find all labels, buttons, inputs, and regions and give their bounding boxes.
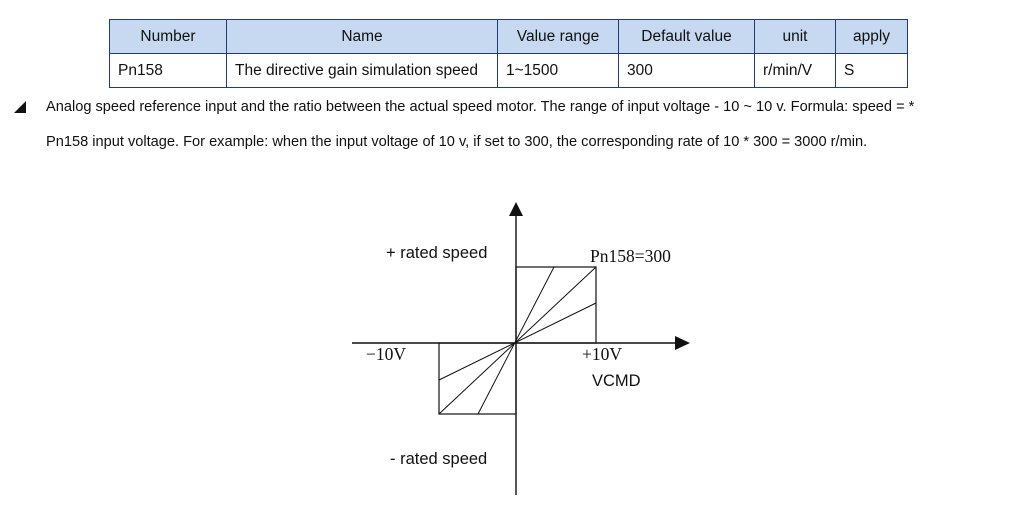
- positive-rated-speed-label: + rated speed: [386, 244, 487, 262]
- cell-default-value: 300: [618, 53, 755, 88]
- cell-unit: r/min/V: [754, 53, 836, 88]
- vcmd-axis-label: VCMD: [592, 372, 641, 390]
- gain-line-medium: [438, 302, 597, 381]
- negative-quadrant-box: [438, 342, 517, 415]
- positive-quadrant-box: [515, 266, 597, 344]
- cell-name: The directive gain simulation speed: [226, 53, 498, 88]
- horizontal-axis-arrow-icon: [675, 336, 690, 350]
- bullet-triangle-icon: [14, 101, 26, 113]
- positive-voltage-label: +10V: [582, 344, 622, 364]
- cell-number: Pn158: [109, 53, 227, 88]
- negative-voltage-label: −10V: [366, 344, 406, 364]
- header-default-value: Default value: [618, 19, 755, 54]
- header-unit: unit: [754, 19, 836, 54]
- table-header-row: Number Name Value range Default value un…: [109, 19, 908, 54]
- cell-value-range: 1~1500: [497, 53, 619, 88]
- vertical-axis-arrow-icon: [509, 202, 523, 216]
- header-number: Number: [109, 19, 227, 54]
- negative-rated-speed-label: - rated speed: [390, 450, 487, 468]
- gain-line-steep: [477, 266, 555, 415]
- parameter-table: Number Name Value range Default value un…: [109, 19, 908, 88]
- table-row: Pn158 The directive gain simulation spee…: [109, 53, 908, 88]
- gain-line-diagonal: [438, 266, 597, 415]
- header-apply: apply: [835, 19, 908, 54]
- description-line-2: Pn158 input voltage. For example: when t…: [46, 134, 868, 150]
- description-line-1: Analog speed reference input and the rat…: [46, 99, 915, 115]
- cell-apply: S: [835, 53, 908, 88]
- pn158-setting-label: Pn158=300: [590, 246, 671, 266]
